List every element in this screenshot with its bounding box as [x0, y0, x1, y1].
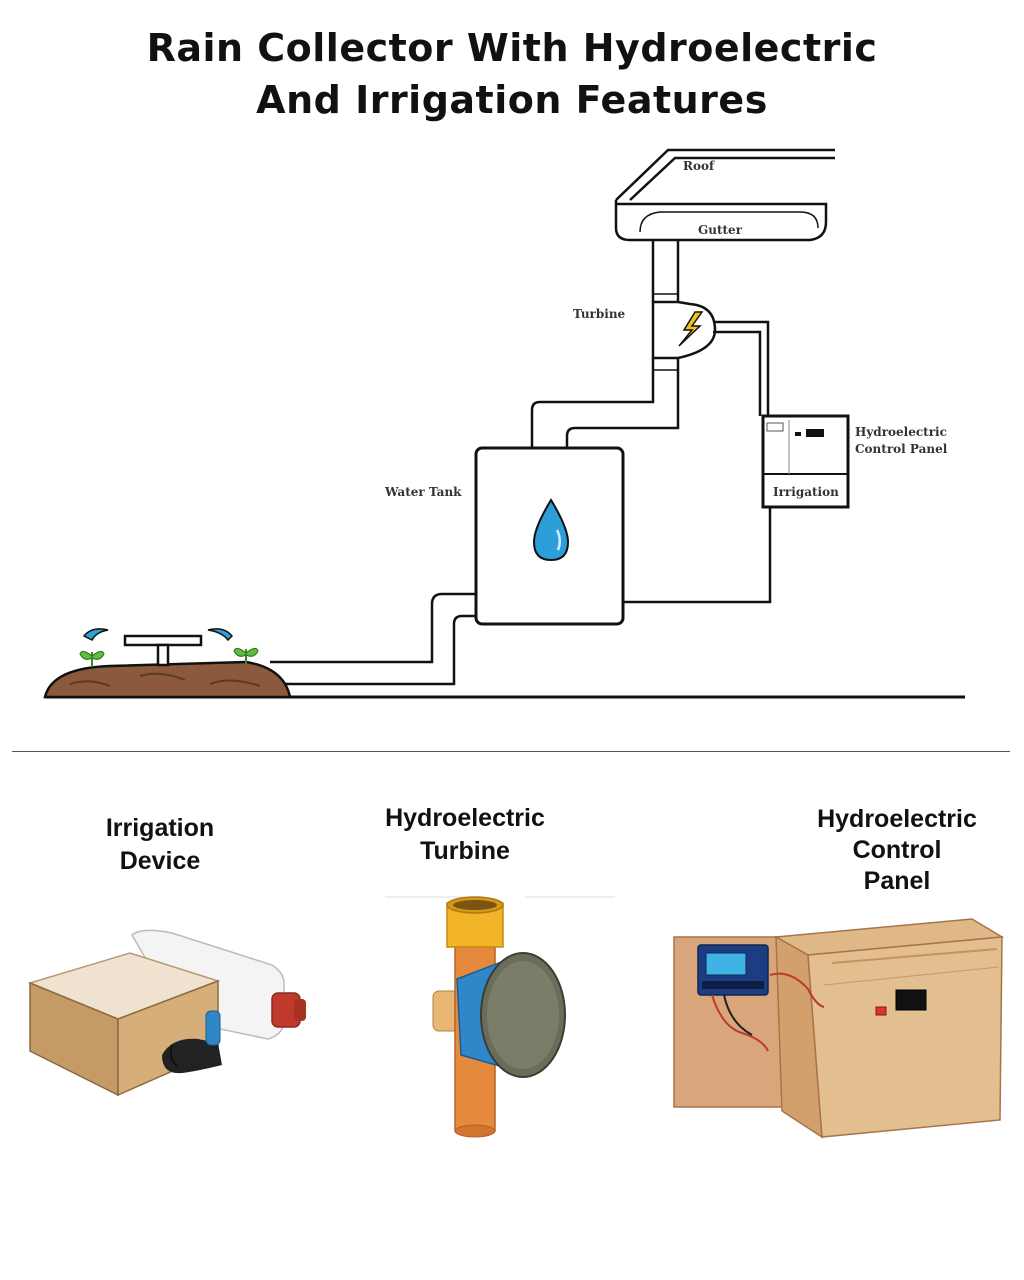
caption-irrigation-device-line-2: Device	[60, 845, 260, 878]
control-panel-label-line-1: Hydroelectric	[855, 425, 947, 439]
tank-to-irrigation-pipe	[270, 594, 476, 684]
caption-control-panel-line-3: Panel	[782, 866, 1012, 897]
control-panel-photo	[672, 915, 1007, 1140]
caption-control-panel-line-2: Control	[782, 835, 1012, 866]
system-diagram: Roof Gutter Turbine Water Tank	[0, 0, 1024, 760]
irrigation-label: Irrigation	[773, 485, 839, 499]
sprinkler	[125, 636, 201, 665]
gutter-label: Gutter	[698, 223, 743, 237]
water-tank-label: Water Tank	[384, 485, 462, 499]
irrigation-device-photo	[22, 925, 312, 1100]
hydroelectric-turbine-photo	[385, 895, 615, 1140]
turbine-wires	[713, 322, 768, 416]
soil-mound	[45, 662, 290, 697]
caption-hydroelectric-turbine: Hydroelectric Turbine	[350, 802, 580, 868]
section-divider	[12, 751, 1010, 752]
turbine-housing	[653, 302, 715, 358]
caption-hydroelectric-control-panel: Hydroelectric Control Panel	[782, 804, 1012, 897]
turbine-to-tank-pipe	[532, 358, 678, 448]
roof	[616, 150, 835, 200]
caption-control-panel-line-1: Hydroelectric	[782, 804, 1012, 835]
caption-turbine-line-2: Turbine	[350, 835, 580, 868]
panel-to-tank-wire	[623, 507, 770, 602]
control-panel-label-line-2: Control Panel	[855, 442, 948, 456]
caption-turbine-line-1: Hydroelectric	[350, 802, 580, 835]
downpipe	[653, 240, 678, 302]
caption-irrigation-device-line-1: Irrigation	[60, 812, 260, 845]
water-tank	[476, 448, 623, 624]
turbine-label: Turbine	[573, 307, 626, 321]
roof-label: Roof	[683, 159, 715, 173]
caption-irrigation-device: Irrigation Device	[60, 812, 260, 878]
